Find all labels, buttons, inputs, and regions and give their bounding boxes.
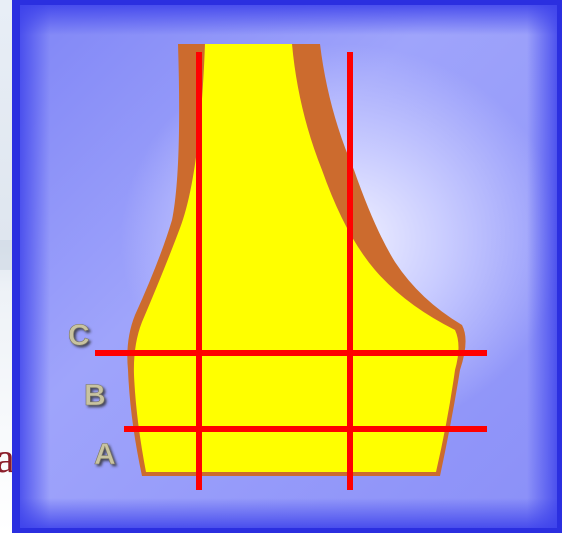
label-b: B [84, 379, 106, 412]
panel-shade-bottom [20, 498, 557, 528]
label-a: A [94, 438, 116, 471]
inner-yellow-shape [133, 44, 459, 472]
panel-shade-right [527, 5, 557, 528]
background-partial-text: a [0, 436, 15, 482]
label-c: C [68, 319, 90, 352]
panel-shade-left [20, 5, 50, 528]
panel-shade-top [20, 5, 557, 35]
